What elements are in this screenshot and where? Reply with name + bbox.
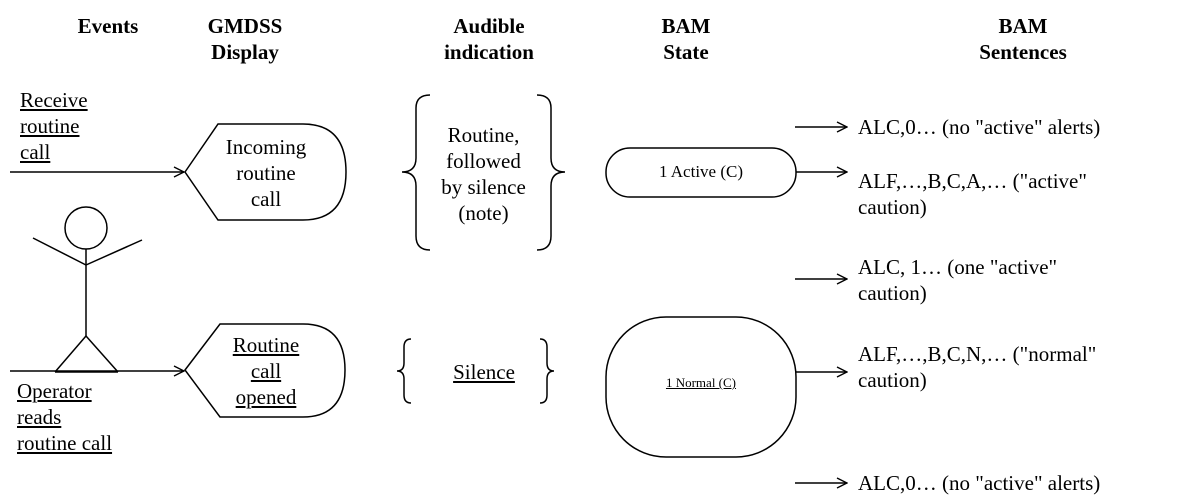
sentence-alc-one-active: ALC, 1… (one "active" caution) <box>858 255 1058 305</box>
header-gmdss-display: GMDSS Display <box>207 14 283 64</box>
audible-routine-followed-by-silence: Routine, followed by silence (note) <box>441 123 526 225</box>
event-receive-routine-call: Receive routine call <box>20 88 88 164</box>
incoming-call-display-shape <box>184 123 347 221</box>
left-brace-silence <box>396 338 412 404</box>
left-brace-routine <box>401 94 431 251</box>
state-active: 1 Active (C) <box>658 162 744 181</box>
audible-silence: Silence <box>453 360 515 384</box>
sentence-alf-active-caution: ALF,…,B,C,A,… ("active" caution) <box>858 169 1087 219</box>
state-normal: 1 Normal (C) <box>665 375 737 390</box>
sentence-alc-no-active-2: ALC,0… (no "active" alerts) <box>858 471 1101 495</box>
header-events: Events <box>77 14 139 38</box>
header-bam-state: BAM State <box>661 14 711 64</box>
display-incoming-routine-call: Incoming routine call <box>225 135 307 211</box>
header-audible-indication: Audible indication <box>444 14 534 64</box>
operator-stick-figure <box>32 206 143 373</box>
normal-state-shape <box>605 316 797 458</box>
right-brace-silence <box>539 338 555 404</box>
call-opened-display-shape <box>184 323 346 418</box>
sentence-alc-no-active-1: ALC,0… (no "active" alerts) <box>858 115 1101 139</box>
right-brace-routine <box>536 94 566 251</box>
header-bam-sentences: BAM Sentences <box>979 14 1067 64</box>
event-operator-reads-routine-call: Operator reads routine call <box>17 379 113 455</box>
display-routine-call-opened: Routine call opened <box>232 333 300 409</box>
sentence-alf-normal-caution: ALF,…,B,C,N,… ("normal" caution) <box>858 342 1097 392</box>
